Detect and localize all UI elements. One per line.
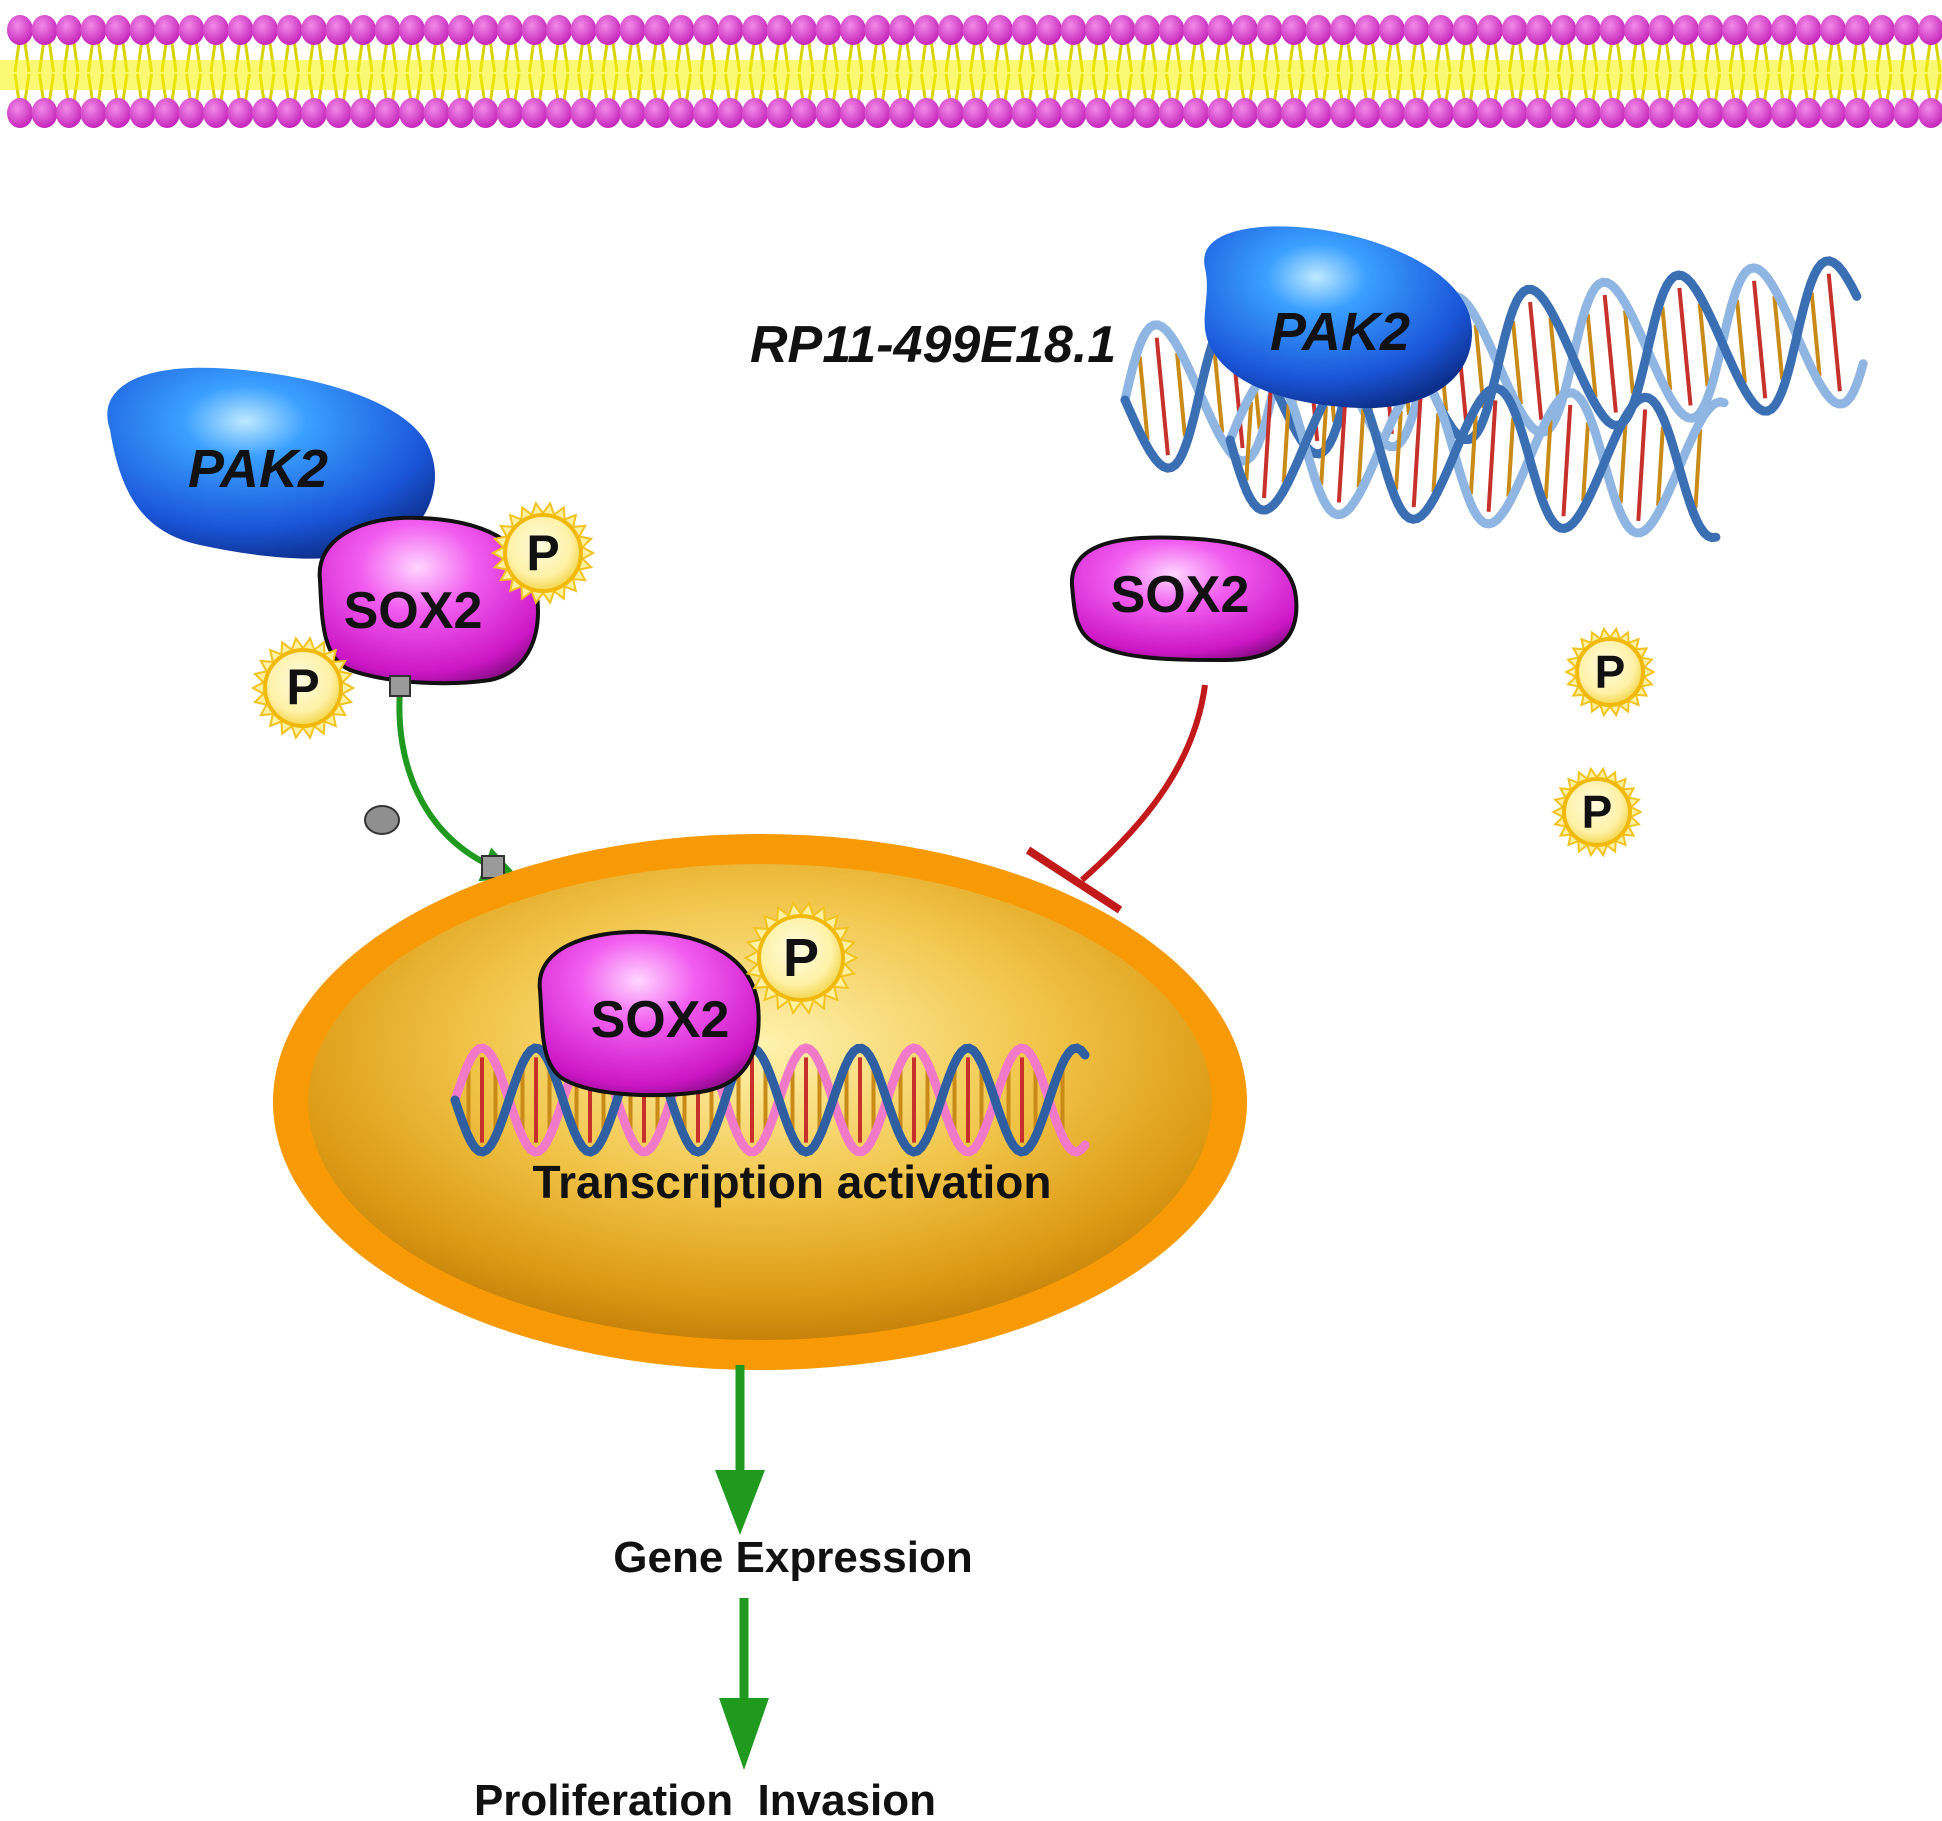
grey-dot xyxy=(364,805,400,835)
sox2-protein-free: SOX2 xyxy=(1069,535,1299,663)
pak2-protein: PAK2 xyxy=(107,367,436,559)
pak2-label-left: PAK2 xyxy=(188,439,328,499)
p-label-1: P xyxy=(526,525,559,581)
nucleus xyxy=(273,834,1247,1370)
phosphate-group xyxy=(250,636,356,740)
sox2-label-right: SOX2 xyxy=(1111,566,1250,624)
sox2-label-nuclear: SOX2 xyxy=(591,991,730,1049)
gene-expression-arrow xyxy=(715,1365,765,1535)
outcome-arrow xyxy=(719,1598,769,1770)
transcription-label: Transcription activation xyxy=(533,1156,1052,1208)
sox2-protein-nuclear: SOX2 xyxy=(537,929,761,1098)
p-label-2: P xyxy=(286,659,319,715)
inhibition-arrow xyxy=(1025,684,1208,914)
phosphate-group xyxy=(490,501,596,605)
p-label-3: P xyxy=(1595,646,1626,698)
outcome-label: Proliferation Invasion xyxy=(474,1776,936,1821)
pak2-label-right: PAK2 xyxy=(1270,302,1410,362)
p-label-4: P xyxy=(1582,786,1613,838)
port-square-top xyxy=(389,675,411,697)
phosphate-group xyxy=(1564,626,1656,718)
cell-membrane xyxy=(0,15,1942,128)
gene-expression-label: Gene Expression xyxy=(613,1533,972,1582)
port-square-bottom xyxy=(481,855,505,879)
pak2-protein-on-dna: PAK2 xyxy=(1204,226,1473,409)
translocation-arrow xyxy=(364,675,519,882)
dna-helix-nucleus-overlay xyxy=(450,1043,1090,1157)
phosphate-group xyxy=(1551,766,1643,858)
lncrna-label: RP11-499E18.1 xyxy=(750,316,1116,374)
sox2-protein-phosphorylated: SOX2 xyxy=(317,515,540,686)
phosphate-group xyxy=(743,900,859,1016)
sox2-label-left: SOX2 xyxy=(344,582,483,640)
p-label-5: P xyxy=(783,928,819,988)
